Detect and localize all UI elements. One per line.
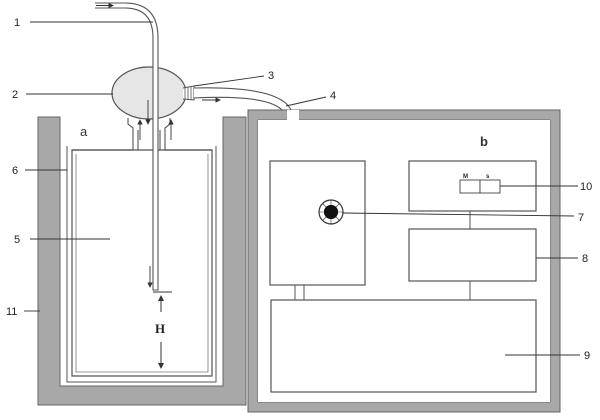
pump-dial-icon [318,199,344,225]
base-unit [270,299,537,393]
sample-container [71,149,213,377]
section-b-label: b [480,134,488,149]
indicator-s-label: s [486,174,490,180]
label-2: 2 [12,89,18,101]
label-3: 3 [268,70,274,82]
leader-3 [193,75,265,87]
indicator-m [459,179,481,194]
label-5: 5 [14,234,20,246]
leader-4 [285,96,327,107]
controller-unit [408,228,537,282]
section-a-label: a [80,124,88,139]
inner-shell [66,146,217,383]
leader-7 [342,212,575,217]
label-4: 4 [330,90,336,102]
pump-unit [269,160,366,286]
dimension-h-label: H [155,321,165,336]
label-1: 1 [14,17,20,29]
label-10: 10 [580,181,592,193]
container-inner-wall [75,154,209,373]
label-7: 7 [578,212,584,224]
round-flask [111,66,187,120]
label-11: 11 [6,306,17,318]
label-6: 6 [12,165,18,177]
label-9: 9 [584,350,590,362]
flask-neck [127,118,171,150]
inlet-tube [95,2,159,291]
outer-bath-wall [37,116,247,406]
indicator-m-label: M [463,174,468,180]
label-8: 8 [582,253,588,265]
indicator-s [479,179,501,194]
